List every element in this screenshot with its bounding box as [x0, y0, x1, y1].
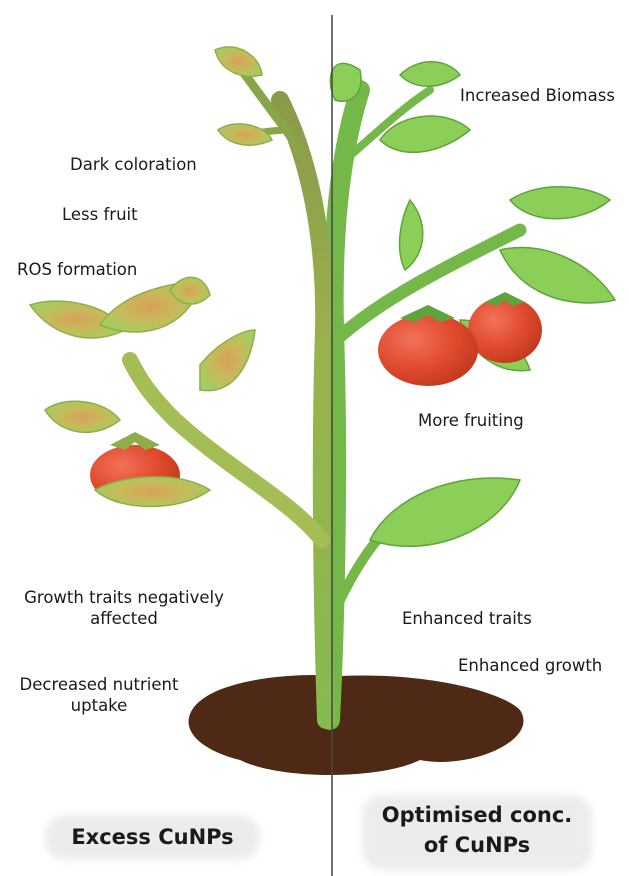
main-stem-right	[330, 90, 360, 720]
soil-mound	[189, 675, 524, 775]
label-increased-biomass: Increased Biomass	[460, 85, 615, 106]
label-nutrient-line2: uptake	[10, 695, 188, 716]
heading-excess-cunps: Excess CuNPs	[45, 822, 260, 852]
label-nutrient-line1: Decreased nutrient	[10, 674, 188, 695]
label-growth-traits-line2: affected	[10, 608, 238, 629]
label-more-fruiting: More fruiting	[418, 410, 524, 431]
label-growth-traits-negative: Growth traits negatively affected	[10, 587, 238, 629]
label-dark-coloration: Dark coloration	[70, 154, 197, 175]
stressed-leaves	[30, 47, 272, 433]
heading-optimised-cunps: Optimised conc. of CuNPs	[362, 800, 592, 860]
label-enhanced-traits: Enhanced traits	[402, 608, 532, 629]
healthy-tomatoes	[378, 292, 542, 386]
label-ros-formation: ROS formation	[17, 259, 137, 280]
heading-right-line1: Optimised conc.	[362, 800, 592, 830]
main-stem-left	[280, 100, 326, 720]
label-growth-traits-line1: Growth traits negatively	[10, 587, 238, 608]
heading-right-line2: of CuNPs	[362, 830, 592, 860]
label-enhanced-growth: Enhanced growth	[458, 655, 602, 676]
label-decreased-nutrient-uptake: Decreased nutrient uptake	[10, 674, 188, 716]
label-less-fruit: Less fruit	[62, 204, 138, 225]
